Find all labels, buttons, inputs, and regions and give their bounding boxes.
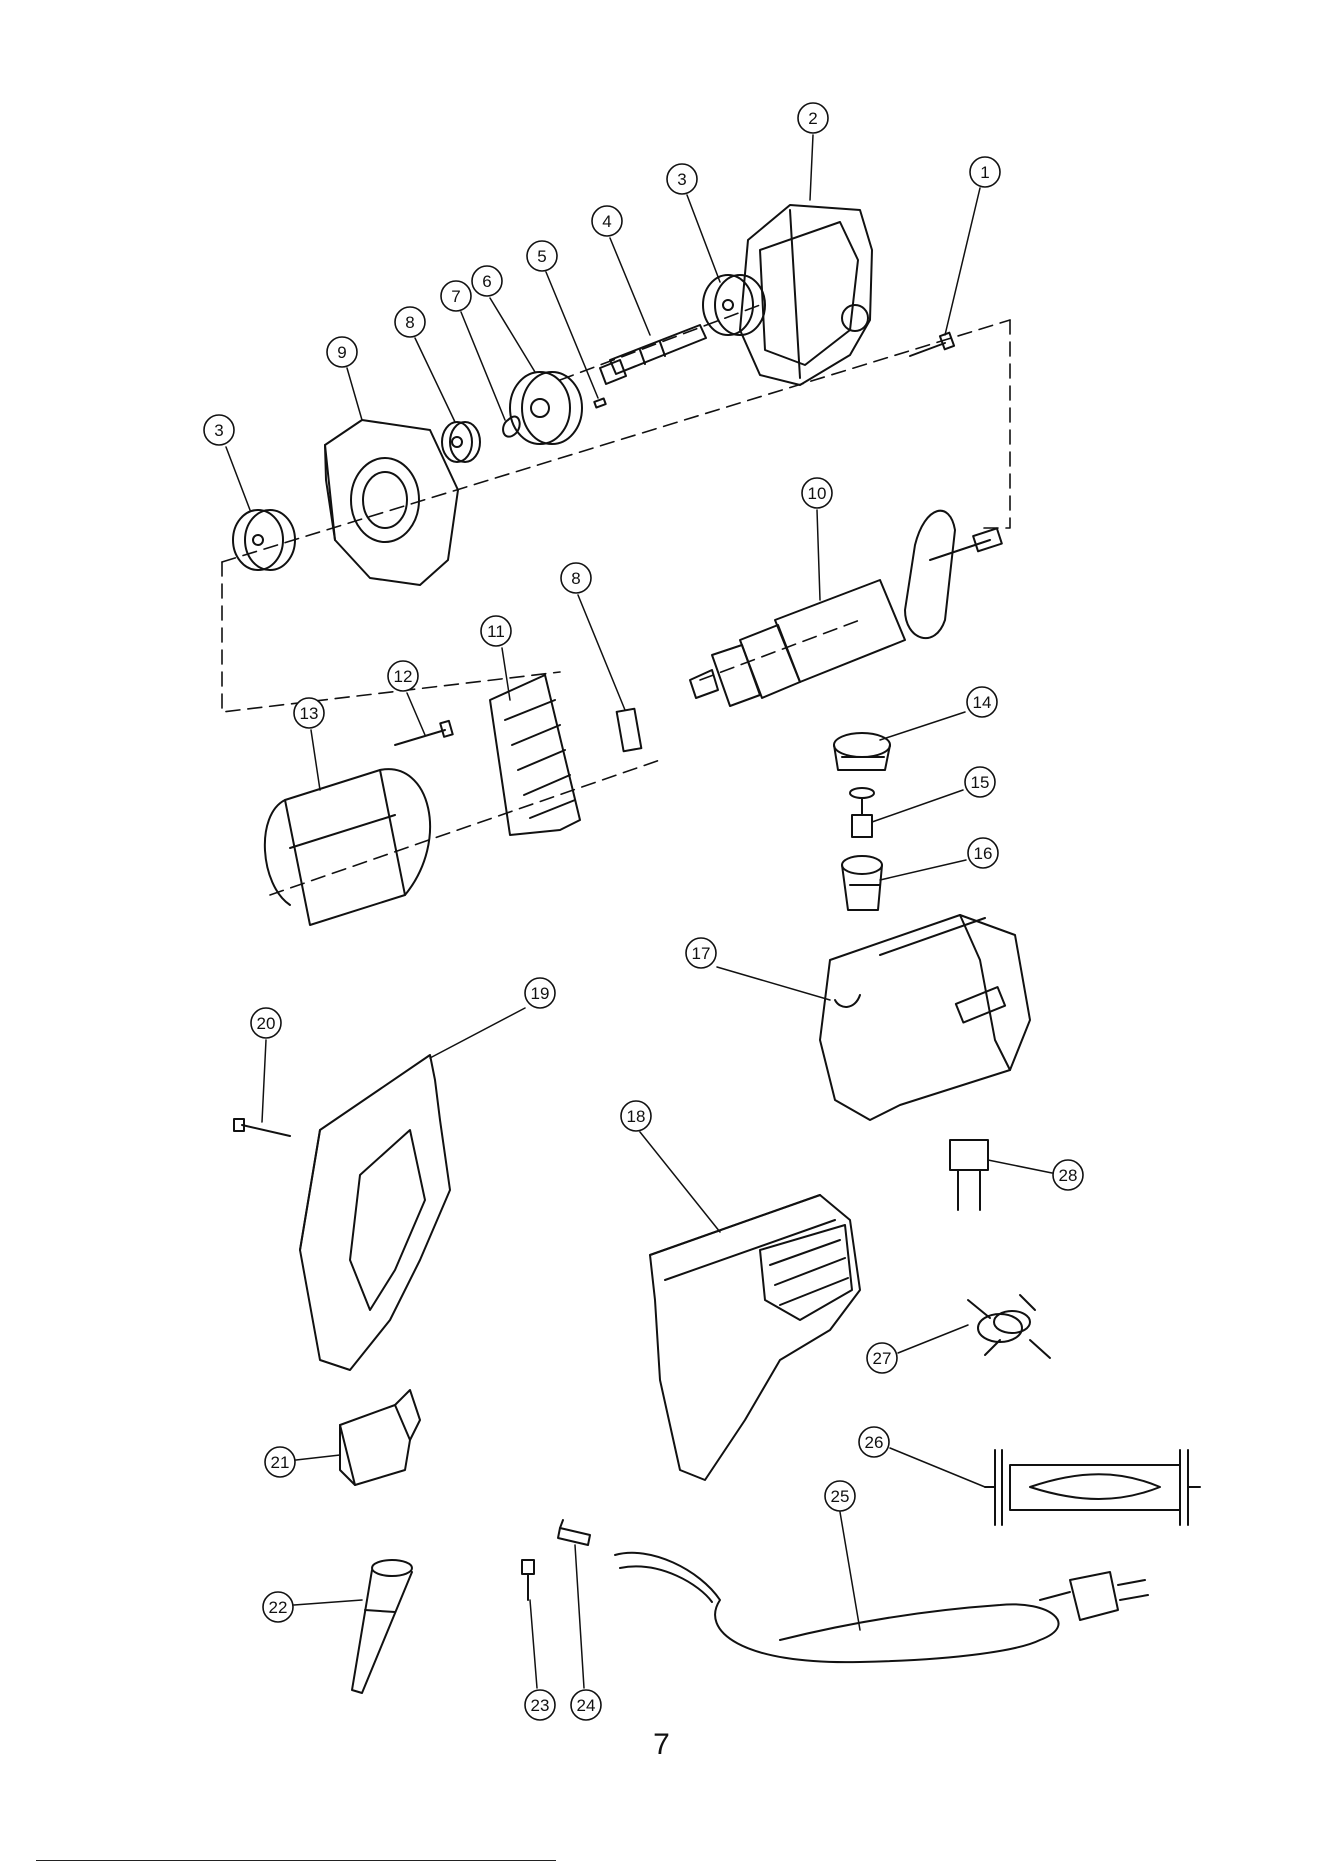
part-drawing-21: [340, 1390, 420, 1485]
callout-16: 16: [968, 838, 998, 868]
part-drawing-2: [740, 205, 872, 385]
callout-1: 1: [970, 157, 1000, 187]
part-drawing-6: [510, 372, 582, 444]
svg-text:12: 12: [394, 667, 413, 686]
callout-8b: 8: [561, 563, 591, 593]
svg-text:21: 21: [271, 1453, 290, 1472]
svg-text:8: 8: [571, 569, 580, 588]
svg-text:20: 20: [257, 1014, 276, 1033]
svg-text:18: 18: [627, 1107, 646, 1126]
part-drawing-10: [690, 511, 1002, 706]
svg-text:4: 4: [602, 212, 611, 231]
callout-3b: 3: [204, 415, 234, 445]
part-drawing-16: [842, 856, 882, 910]
svg-text:25: 25: [831, 1487, 850, 1506]
callout-24: 24: [571, 1690, 601, 1720]
footer-rule: [36, 1860, 556, 1861]
callout-11: 11: [481, 616, 511, 646]
part-drawing-15: [850, 788, 874, 837]
part-drawing-27: [968, 1295, 1050, 1358]
callout-12: 12: [388, 661, 418, 691]
svg-text:2: 2: [808, 109, 817, 128]
assembly-axis-lines: [222, 305, 1010, 895]
callout-14: 14: [967, 687, 997, 717]
svg-text:23: 23: [531, 1696, 550, 1715]
part-drawing-3b: [233, 510, 295, 570]
callout-19: 19: [525, 978, 555, 1008]
callout-13: 13: [294, 698, 324, 728]
callout-5: 5: [527, 241, 557, 271]
callout-27: 27: [867, 1343, 897, 1373]
svg-text:22: 22: [269, 1598, 288, 1617]
svg-text:19: 19: [531, 984, 550, 1003]
svg-text:17: 17: [692, 944, 711, 963]
part-drawing-3a: [703, 275, 765, 335]
part-drawing-18: [650, 1195, 860, 1480]
svg-text:5: 5: [537, 247, 546, 266]
callout-8a: 8: [395, 307, 425, 337]
callout-21: 21: [265, 1447, 295, 1477]
part-drawing-19: [300, 1055, 450, 1370]
svg-text:27: 27: [873, 1349, 892, 1368]
svg-text:26: 26: [865, 1433, 884, 1452]
svg-text:10: 10: [808, 484, 827, 503]
callout-22: 22: [263, 1592, 293, 1622]
callout-28: 28: [1053, 1160, 1083, 1190]
svg-text:14: 14: [973, 693, 992, 712]
part-drawing-26: [985, 1450, 1200, 1525]
part-drawing-1: [910, 333, 954, 356]
part-drawing-13: [265, 769, 430, 925]
part-drawing-8b: [617, 709, 642, 752]
page-number: 7: [0, 1728, 1323, 1762]
part-callouts: 1 2 3 4 5 6 7 8 9 3 10 11 8 12 13 14 15 …: [204, 103, 1083, 1720]
callout-2: 2: [798, 103, 828, 133]
svg-text:13: 13: [300, 704, 319, 723]
svg-text:15: 15: [971, 773, 990, 792]
svg-text:3: 3: [214, 421, 223, 440]
part-drawing-9: [325, 420, 458, 585]
svg-text:8: 8: [405, 313, 414, 332]
part-drawing-23: [522, 1560, 534, 1600]
svg-text:24: 24: [577, 1696, 596, 1715]
part-drawing-4: [600, 325, 706, 384]
svg-text:1: 1: [980, 163, 989, 182]
svg-text:16: 16: [974, 844, 993, 863]
svg-text:7: 7: [451, 287, 460, 306]
callout-20: 20: [251, 1008, 281, 1038]
part-drawing-28: [950, 1140, 988, 1210]
part-drawing-11: [490, 675, 580, 835]
callout-18: 18: [621, 1101, 651, 1131]
callout-25: 25: [825, 1481, 855, 1511]
part-drawing-17: [820, 915, 1030, 1120]
callout-3a: 3: [667, 164, 697, 194]
svg-text:6: 6: [482, 272, 491, 291]
callout-15: 15: [965, 767, 995, 797]
part-drawing-22: [352, 1560, 412, 1693]
svg-text:3: 3: [677, 170, 686, 189]
callout-9: 9: [327, 337, 357, 367]
part-drawing-25: [615, 1553, 1148, 1662]
svg-text:9: 9: [337, 343, 346, 362]
callout-10: 10: [802, 478, 832, 508]
svg-text:28: 28: [1059, 1166, 1078, 1185]
callout-26: 26: [859, 1427, 889, 1457]
callout-6: 6: [472, 266, 502, 296]
part-drawing-24: [558, 1520, 590, 1545]
svg-text:11: 11: [487, 622, 505, 641]
callout-17: 17: [686, 938, 716, 968]
part-drawing-14: [834, 733, 890, 770]
part-drawing-5: [594, 398, 605, 407]
callout-7: 7: [441, 281, 471, 311]
callout-23: 23: [525, 1690, 555, 1720]
callout-4: 4: [592, 206, 622, 236]
part-drawing-8a: [442, 422, 480, 462]
